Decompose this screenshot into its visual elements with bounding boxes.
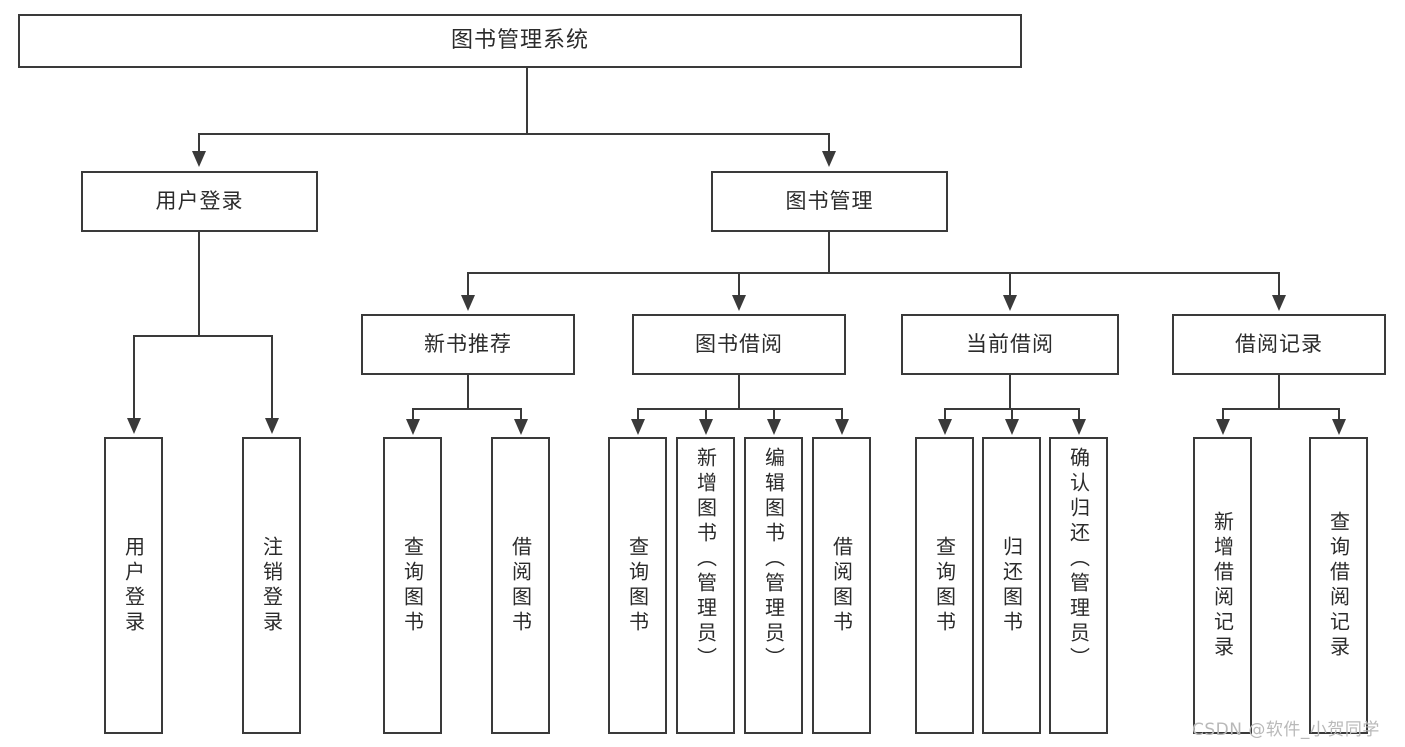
node-root-system[interactable]: 图书管理系统	[18, 14, 1022, 68]
arrowhead-root-to-books	[822, 151, 836, 167]
node-label: 归还图书	[999, 535, 1024, 636]
node-label: 借阅图书	[829, 535, 854, 636]
node-book-borrow[interactable]: 图书借阅	[632, 314, 846, 375]
arrowhead-current-to-leaf1	[938, 419, 952, 435]
connector-books-stem	[828, 232, 830, 273]
connector-root-bar	[198, 133, 830, 135]
leaf-borrow-add-book-admin[interactable]: 新增图书（管理员）	[676, 437, 735, 734]
node-label: 注销登录	[259, 535, 284, 636]
node-label: 确认归还（管理员）	[1066, 447, 1091, 672]
node-label: 新书推荐	[424, 331, 512, 356]
connector-user-to-leaf1	[133, 335, 135, 419]
connector-borrow-bar	[637, 408, 843, 410]
leaf-borrow-borrow-book[interactable]: 借阅图书	[812, 437, 871, 734]
connector-borrow-to-leaf2	[705, 408, 707, 420]
arrowhead-borrow-to-leaf2	[699, 419, 713, 435]
connector-borrow-to-leaf1	[637, 408, 639, 420]
leaf-newbook-borrow-book[interactable]: 借阅图书	[491, 437, 550, 734]
arrowhead-user-to-leaf2	[265, 418, 279, 434]
connector-books-to-records	[1278, 272, 1280, 296]
connector-current-to-leaf1	[944, 408, 946, 420]
arrowhead-books-to-records	[1272, 295, 1286, 311]
connector-borrow-to-leaf4	[841, 408, 843, 420]
leaf-borrow-edit-book-admin[interactable]: 编辑图书（管理员）	[744, 437, 803, 734]
connector-user-to-leaf2	[271, 335, 273, 419]
node-label: 用户登录	[121, 535, 146, 636]
leaf-current-query-book[interactable]: 查询图书	[915, 437, 974, 734]
arrowhead-borrow-to-leaf4	[835, 419, 849, 435]
connector-records-to-leaf1	[1222, 408, 1224, 420]
node-label: 新增图书（管理员）	[693, 447, 718, 672]
node-label: 借阅图书	[508, 535, 533, 636]
arrowhead-newbook-to-leaf1	[406, 419, 420, 435]
connector-books-to-current	[1009, 272, 1011, 296]
node-label: 查询图书	[625, 535, 650, 636]
node-user-login[interactable]: 用户登录	[81, 171, 318, 232]
node-label: 查询借阅记录	[1326, 510, 1351, 661]
leaf-borrow-query-book[interactable]: 查询图书	[608, 437, 667, 734]
connector-books-bar	[467, 272, 1280, 274]
node-label: 图书借阅	[695, 331, 783, 356]
node-label: 借阅记录	[1235, 331, 1323, 356]
node-new-book-recommend[interactable]: 新书推荐	[361, 314, 575, 375]
connector-current-to-leaf2	[1011, 408, 1013, 420]
arrowhead-borrow-to-leaf1	[631, 419, 645, 435]
connector-borrow-stem	[738, 375, 740, 409]
node-book-management[interactable]: 图书管理	[711, 171, 948, 232]
connector-newbook-stem	[467, 375, 469, 409]
connector-books-to-borrow	[738, 272, 740, 296]
node-label: 查询图书	[932, 535, 957, 636]
leaf-current-confirm-return-admin[interactable]: 确认归还（管理员）	[1049, 437, 1108, 734]
node-label: 图书管理	[785, 188, 874, 213]
connector-current-stem	[1009, 375, 1011, 409]
leaf-current-return-book[interactable]: 归还图书	[982, 437, 1041, 734]
connector-newbook-bar	[412, 408, 522, 410]
leaf-records-add-record[interactable]: 新增借阅记录	[1193, 437, 1252, 734]
node-label: 图书管理系统	[450, 27, 589, 53]
connector-user-bar	[133, 335, 273, 337]
arrowhead-current-to-leaf3	[1072, 419, 1086, 435]
node-label: 新增借阅记录	[1210, 510, 1235, 661]
connector-current-to-leaf3	[1078, 408, 1080, 420]
connector-root-to-books	[828, 133, 830, 153]
node-borrow-records[interactable]: 借阅记录	[1172, 314, 1386, 375]
connector-root-stem	[526, 68, 528, 134]
leaf-user-login[interactable]: 用户登录	[104, 437, 163, 734]
leaf-user-logout[interactable]: 注销登录	[242, 437, 301, 734]
arrowhead-books-to-new	[461, 295, 475, 311]
arrowhead-root-to-user	[192, 151, 206, 167]
connector-records-to-leaf2	[1338, 408, 1340, 420]
arrowhead-records-to-leaf2	[1332, 419, 1346, 435]
connector-records-bar	[1222, 408, 1340, 410]
connector-newbook-to-leaf1	[412, 408, 414, 420]
connector-borrow-to-leaf3	[773, 408, 775, 420]
leaf-newbook-query-book[interactable]: 查询图书	[383, 437, 442, 734]
connector-books-to-new	[467, 272, 469, 296]
arrowhead-books-to-borrow	[732, 295, 746, 311]
arrowhead-current-to-leaf2	[1005, 419, 1019, 435]
node-label: 当前借阅	[966, 331, 1054, 356]
connector-root-to-user	[198, 133, 200, 153]
arrowhead-records-to-leaf1	[1216, 419, 1230, 435]
node-label: 用户登录	[155, 188, 244, 213]
arrowhead-newbook-to-leaf2	[514, 419, 528, 435]
node-current-borrow[interactable]: 当前借阅	[901, 314, 1119, 375]
connector-newbook-to-leaf2	[520, 408, 522, 420]
leaf-records-query-record[interactable]: 查询借阅记录	[1309, 437, 1368, 734]
arrowhead-user-to-leaf1	[127, 418, 141, 434]
arrowhead-books-to-current	[1003, 295, 1017, 311]
node-label: 编辑图书（管理员）	[761, 447, 786, 672]
node-label: 查询图书	[400, 535, 425, 636]
arrowhead-borrow-to-leaf3	[767, 419, 781, 435]
connector-user-stem	[198, 232, 200, 337]
connector-records-stem	[1278, 375, 1280, 409]
